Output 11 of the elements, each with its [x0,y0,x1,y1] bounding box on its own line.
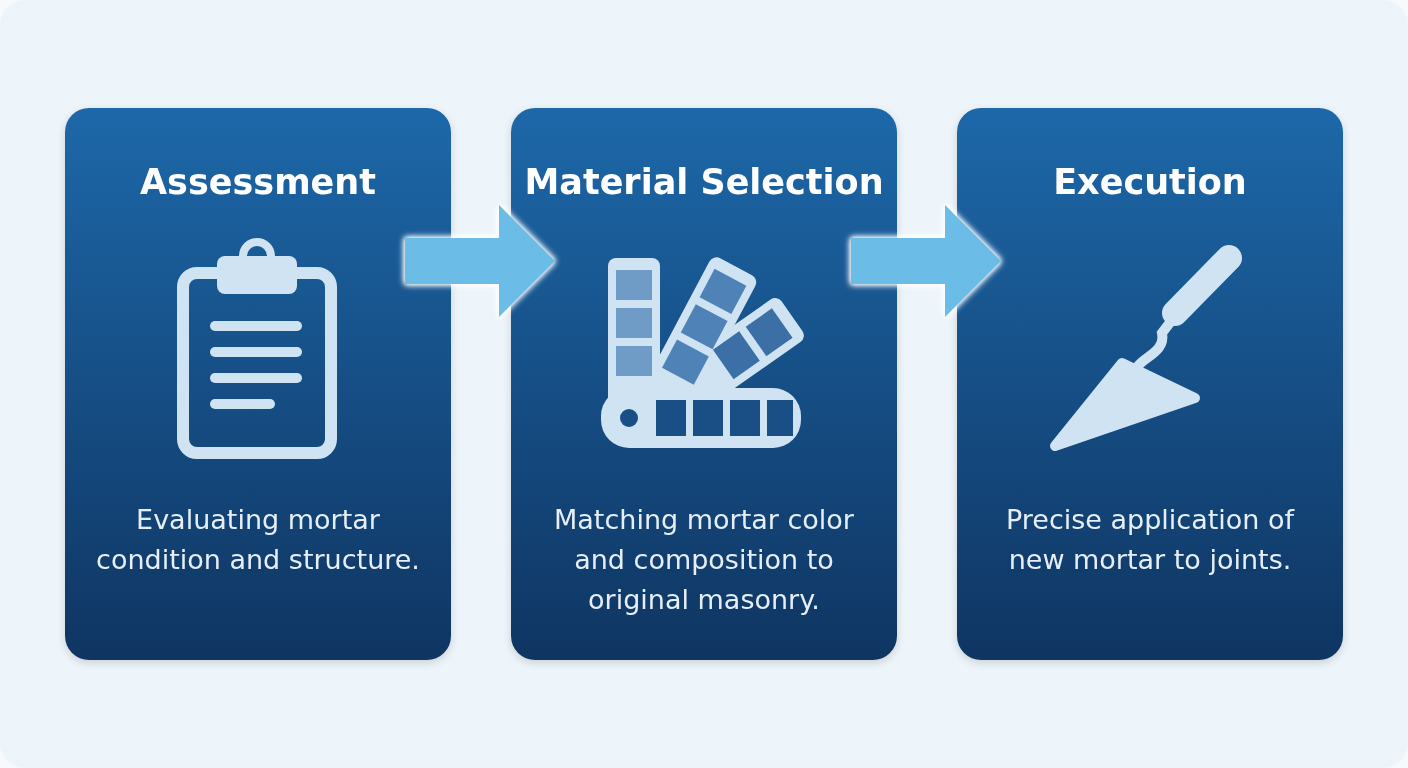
arrow [851,205,1001,317]
step-description: Precise application of new mortar to joints. [1004,503,1296,577]
step-description: Matching mortar color and composition to original masonry. [553,503,855,617]
step-card [511,108,897,660]
step-title: Material Selection [523,161,885,204]
arrow [405,205,555,317]
step-title: Execution [1052,161,1248,204]
step-card [65,108,451,660]
step-card [957,108,1343,660]
step-title: Assessment [139,161,377,204]
step-description: Evaluating mortar condition and structure. [95,503,421,577]
